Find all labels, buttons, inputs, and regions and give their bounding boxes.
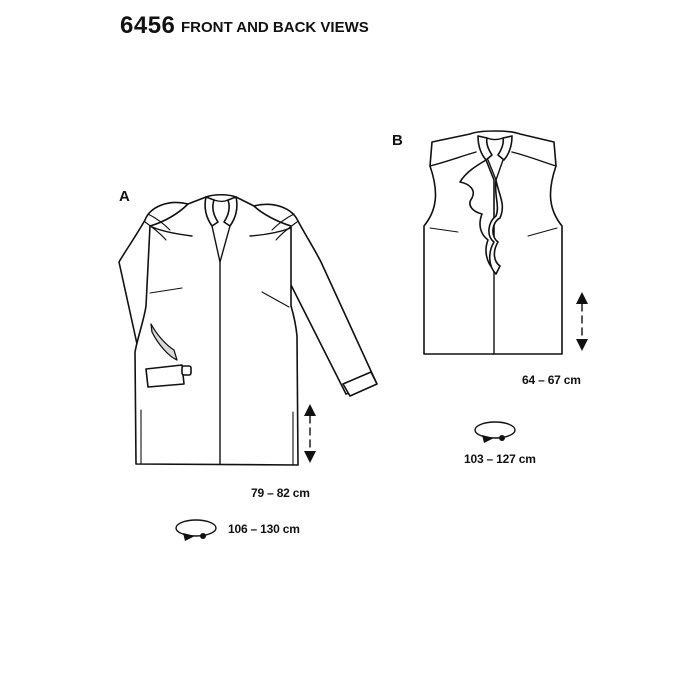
view-a-pleats-right bbox=[271, 213, 298, 241]
length-arrow-icon bbox=[576, 292, 588, 351]
pattern-number: 6456 bbox=[120, 12, 176, 39]
view-a-right-cuff bbox=[342, 371, 378, 397]
view-a-body bbox=[134, 193, 299, 466]
width-loop-icon bbox=[175, 519, 217, 541]
view-b-label: B bbox=[392, 132, 403, 149]
view-a-neckline bbox=[213, 199, 229, 203]
view-b-collar-r bbox=[497, 135, 513, 161]
view-a-collar-r bbox=[223, 196, 238, 227]
length-arrow-icon bbox=[304, 404, 316, 463]
view-a-label: A bbox=[119, 188, 130, 205]
view-b-neckline bbox=[486, 137, 504, 141]
view-a-garment bbox=[118, 193, 378, 466]
view-a-dart-left bbox=[149, 287, 183, 294]
view-b-ruffle bbox=[459, 159, 495, 271]
view-a-width-measure: 106 – 130 cm bbox=[228, 522, 300, 536]
view-b-dart-left bbox=[429, 227, 459, 233]
view-a-left-cuff bbox=[145, 364, 185, 388]
view-b-width-measure: 103 – 127 cm bbox=[464, 452, 536, 466]
view-a-dart-right bbox=[261, 291, 290, 308]
view-b-length-measure: 64 – 67 cm bbox=[522, 373, 581, 387]
view-a-collar bbox=[204, 196, 219, 227]
view-b-collar bbox=[477, 135, 493, 161]
view-a-sleeve-opening bbox=[150, 323, 178, 361]
page-title: FRONT AND BACK VIEWS bbox=[181, 19, 369, 36]
view-a-pleats-left bbox=[144, 213, 171, 241]
view-b-dart-right bbox=[527, 227, 558, 237]
width-loop-icon bbox=[474, 421, 516, 443]
view-b-garment bbox=[423, 130, 563, 355]
view-b-ruffle-front bbox=[488, 179, 504, 275]
view-a-length-measure: 79 – 82 cm bbox=[251, 486, 310, 500]
view-a-cuff-button bbox=[181, 365, 192, 376]
view-b-yoke-seam bbox=[429, 151, 557, 167]
